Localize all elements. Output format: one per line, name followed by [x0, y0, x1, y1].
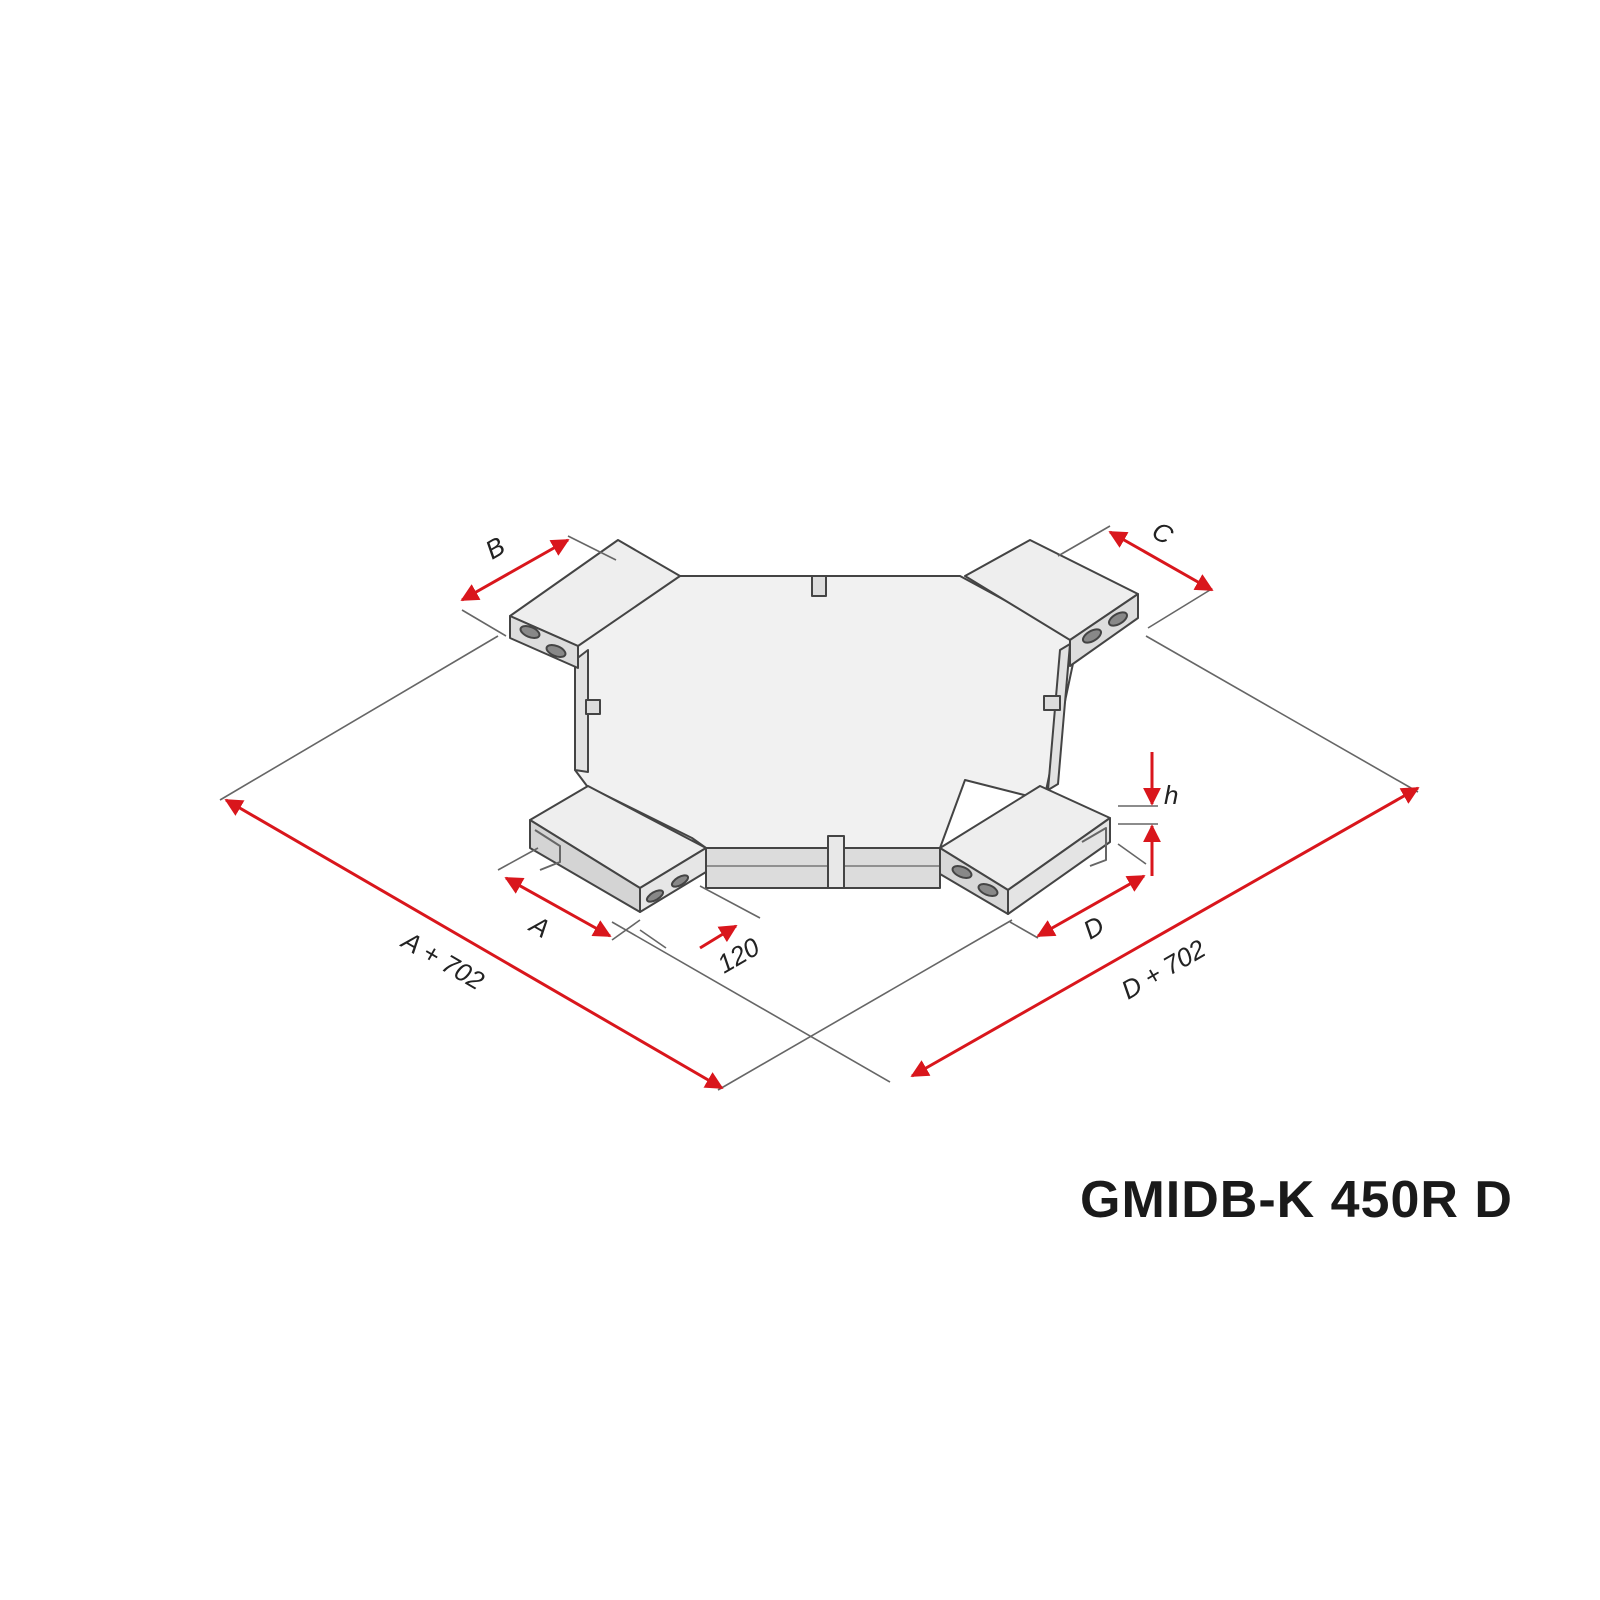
right-joint-tab: [1043, 695, 1061, 711]
slot-hole: [519, 625, 541, 639]
center-plate: [567, 575, 1079, 849]
slot-hole: [1107, 611, 1129, 627]
dim-label-d: D: [1078, 910, 1109, 945]
dim-label-c: C: [1147, 515, 1178, 550]
arrow-a-total: [224, 798, 724, 1090]
arm-d: [939, 785, 1111, 915]
center-left-wall: [574, 649, 589, 773]
cross-tray-body: [509, 539, 1139, 915]
slot-hole: [545, 644, 567, 658]
dimension-arrows: [224, 530, 1420, 1090]
arrow-d-total: [910, 786, 1420, 1078]
back-joint-tab: [811, 575, 827, 597]
arm-b: [509, 539, 681, 669]
arrow-c: [1108, 530, 1214, 592]
dim-label-b: B: [480, 531, 510, 566]
arrow-b: [460, 538, 570, 602]
dim-label-d-total: D + 702: [1116, 933, 1211, 1005]
arrow-a: [504, 876, 612, 938]
center-front-wall: [705, 847, 941, 889]
left-joint-tab: [585, 699, 601, 715]
dim-label-a-total: A + 702: [395, 924, 490, 996]
model-code: GMIDB-K 450R D: [1080, 1171, 1513, 1229]
dim-label-h: h: [1164, 780, 1178, 810]
dim-label-120: 120: [712, 931, 765, 979]
center-right-wall: [1047, 643, 1071, 791]
front-joint-tab: [827, 835, 845, 889]
arm-c: [964, 539, 1139, 667]
dim-label-a: A: [523, 908, 555, 944]
slot-hole: [1081, 628, 1103, 644]
